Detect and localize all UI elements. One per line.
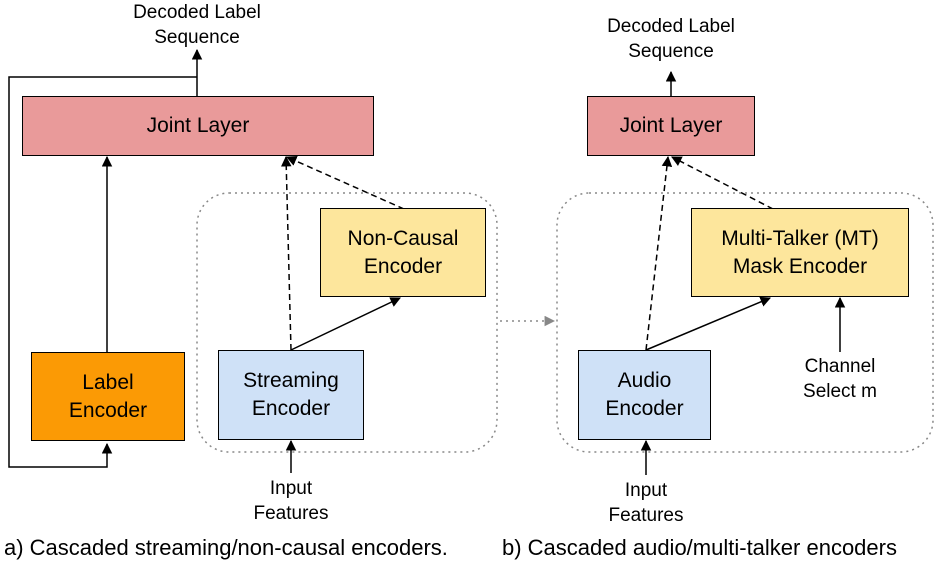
right-caption: b) Cascaded audio/multi-talker encoders bbox=[502, 535, 897, 560]
right-joint-layer: Joint Layer bbox=[587, 96, 755, 156]
non-causal-encoder: Non-Causal Encoder bbox=[320, 208, 486, 297]
mt-mask-encoder: Multi-Talker (MT) Mask Encoder bbox=[691, 208, 909, 297]
left-caption: a) Cascaded streaming/non-causal encoder… bbox=[4, 535, 448, 560]
right-audio-to-mask-arrow bbox=[645, 296, 771, 351]
label-encoder: Label Encoder bbox=[31, 352, 185, 441]
left-feedback-loop bbox=[8, 76, 197, 468]
left-streaming-to-joint-arrow bbox=[280, 155, 292, 351]
audio-encoder: Audio Encoder bbox=[578, 350, 711, 440]
right-output-label: Decoded Label Sequence bbox=[607, 16, 735, 62]
left-streaming-to-noncausal-arrow bbox=[290, 297, 401, 351]
left-encoder-group bbox=[196, 192, 498, 453]
left-joint-layer: Joint Layer bbox=[22, 96, 374, 156]
right-audio-to-joint-arrow bbox=[645, 155, 673, 351]
left-input-label: Input Features bbox=[253, 478, 329, 524]
left-noncausal-to-joint-arrow bbox=[286, 156, 405, 210]
right-input-label: Input Features bbox=[608, 480, 684, 526]
left-output-label: Decoded Label Sequence bbox=[133, 2, 261, 48]
streaming-encoder: Streaming Encoder bbox=[218, 350, 364, 440]
right-mask-to-joint-arrow bbox=[671, 156, 774, 210]
right-encoder-group bbox=[556, 192, 934, 453]
channel-select-label: Channel Select m bbox=[803, 356, 877, 402]
